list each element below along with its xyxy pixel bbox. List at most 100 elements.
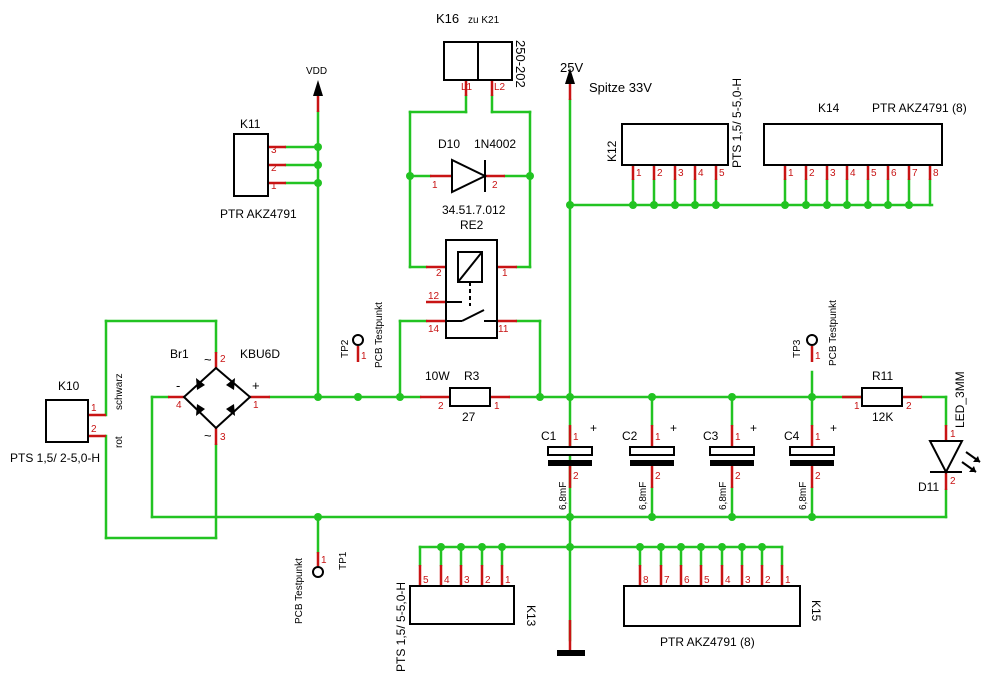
capacitor-c3: C3 + 6,8mF 1 2 xyxy=(703,421,757,510)
capacitor-c4: C4 + 6,8mF 1 2 xyxy=(784,421,837,510)
c2-value: 6,8mF xyxy=(638,482,649,510)
k14-pin-8: 8 xyxy=(933,168,939,179)
k14-pin-4: 4 xyxy=(850,168,856,179)
k12-part: PTS 1,5/ 5-5,0-H xyxy=(730,78,744,168)
connector-k12: K12 PTS 1,5/ 5-5,0-H 1 2 3 4 5 xyxy=(605,78,744,179)
testpoint-tp1: TP1 PCB Testpunkt 1 xyxy=(294,551,349,624)
k14-pin-5: 5 xyxy=(871,168,877,179)
k15-pin-5: 5 xyxy=(704,575,710,586)
capacitor-c2: C2 + 6,8mF 1 2 xyxy=(622,421,677,510)
k16-pin-l2: L2 xyxy=(494,82,506,93)
tp3-label: TP3 xyxy=(792,339,803,358)
k14-pin-2: 2 xyxy=(809,168,815,179)
connector-k14: K14 PTR AKZ4791 (8) 1 2 3 4 5 6 7 8 xyxy=(763,101,967,179)
tp2-testpunkt: PCB Testpunkt xyxy=(374,302,385,368)
connector-k13: K13 PTS 1,5/ 5-5,0-H 5 4 3 2 1 xyxy=(394,575,538,672)
diode-d10: D10 1N4002 1 2 xyxy=(432,137,516,194)
resistor-r3: 10W R3 27 2 1 xyxy=(425,369,500,424)
c4-pin-1: 1 xyxy=(815,432,821,443)
c3-label: C3 xyxy=(703,429,719,443)
pin-stubs xyxy=(88,80,948,650)
c3-plus: + xyxy=(750,421,757,435)
resistor-r11: R11 12K 1 2 xyxy=(854,369,912,424)
k13-pin-5: 5 xyxy=(423,575,429,586)
tp1-testpunkt: PCB Testpunkt xyxy=(294,558,305,624)
k12-pin-5: 5 xyxy=(719,168,725,179)
c3-value: 6,8mF xyxy=(718,482,729,510)
c2-pin-2: 2 xyxy=(655,471,661,482)
tp3-pin-1: 1 xyxy=(815,351,821,362)
k16-part: 250-202 xyxy=(513,40,528,88)
k14-pin-6: 6 xyxy=(891,168,897,179)
c1-label: C1 xyxy=(541,429,557,443)
k11-label: K11 xyxy=(240,117,261,131)
testpoint-tp3: TP3 PCB Testpunkt 1 xyxy=(792,300,839,366)
k13-pin-4: 4 xyxy=(444,575,450,586)
k13-pin-1: 1 xyxy=(505,575,511,586)
re2-pin-1: 1 xyxy=(502,268,508,279)
tp2-pin-1: 1 xyxy=(361,351,367,362)
relay-re2: 34.51.7.012 RE2 2 1 12 14 11 xyxy=(428,203,509,339)
re2-part: 34.51.7.012 xyxy=(442,203,506,217)
d10-label: D10 xyxy=(438,137,460,151)
vdd-arrow-icon xyxy=(313,80,323,96)
c1-pin-2: 2 xyxy=(573,471,579,482)
c1-plus: + xyxy=(590,421,597,435)
tp1-pin-1: 1 xyxy=(321,555,327,566)
k10-wire-schwarz: schwarz xyxy=(114,373,125,410)
r3-pin-2: 2 xyxy=(438,401,444,412)
k14-label: K14 xyxy=(818,101,840,115)
k13-pin-2: 2 xyxy=(485,575,491,586)
k12-pin-1: 1 xyxy=(636,168,642,179)
br1-plus: + xyxy=(252,378,260,393)
k16-pin-l1: L1 xyxy=(461,82,473,93)
k16-label: K16 xyxy=(436,11,459,26)
r11-label: R11 xyxy=(872,369,893,383)
junctions xyxy=(314,143,913,551)
d10-pin-1: 1 xyxy=(432,180,438,191)
br1-ac-top: ~ xyxy=(204,352,212,367)
k15-pin-6: 6 xyxy=(684,575,690,586)
re2-label: RE2 xyxy=(460,218,484,232)
k13-pin-3: 3 xyxy=(464,575,470,586)
c4-label: C4 xyxy=(784,429,800,443)
d11-label: D11 xyxy=(918,480,939,494)
c1-value: 6,8mF xyxy=(558,482,569,510)
k12-pin-2: 2 xyxy=(657,168,663,179)
br1-pin-4: 4 xyxy=(176,400,182,411)
k13-label: K13 xyxy=(524,605,538,627)
k15-pin-2: 2 xyxy=(765,575,771,586)
re2-pin-14: 14 xyxy=(428,324,440,335)
c2-label: C2 xyxy=(622,429,638,443)
r3-power: 10W xyxy=(425,369,450,383)
k15-pin-3: 3 xyxy=(745,575,751,586)
k15-pin-1: 1 xyxy=(785,575,791,586)
v25-arrow-icon xyxy=(565,68,575,84)
r3-pin-1: 1 xyxy=(494,401,500,412)
connector-k11: K11 PTR AKZ4791 3 2 1 xyxy=(220,117,297,221)
br1-minus: - xyxy=(176,378,180,393)
re2-pin-12: 12 xyxy=(428,291,440,302)
r3-label: R3 xyxy=(464,369,480,383)
k10-part: PTS 1,5/ 2-5,0-H xyxy=(10,451,100,465)
ground-icon xyxy=(557,650,585,656)
k10-label: K10 xyxy=(58,379,80,393)
vdd-label: VDD xyxy=(306,66,327,77)
v25-label: 25V xyxy=(560,60,583,75)
br1-label: Br1 xyxy=(170,347,189,361)
br1-pin-1: 1 xyxy=(253,400,259,411)
led-value: LED_3MM xyxy=(953,371,967,428)
k15-pin-7: 7 xyxy=(664,575,670,586)
c4-value: 6,8mF xyxy=(798,482,809,510)
c2-plus: + xyxy=(670,421,677,435)
spitze-label: Spitze 33V xyxy=(589,80,652,95)
wires xyxy=(104,94,948,642)
tp3-testpunkt: PCB Testpunkt xyxy=(828,300,839,366)
k12-pin-4: 4 xyxy=(698,168,704,179)
k10-pin-2: 2 xyxy=(91,424,97,435)
k13-part: PTS 1,5/ 5-5,0-H xyxy=(394,582,408,672)
r11-pin-2: 2 xyxy=(906,401,912,412)
c1-pin-1: 1 xyxy=(573,432,579,443)
led-pin-1: 1 xyxy=(950,429,956,440)
